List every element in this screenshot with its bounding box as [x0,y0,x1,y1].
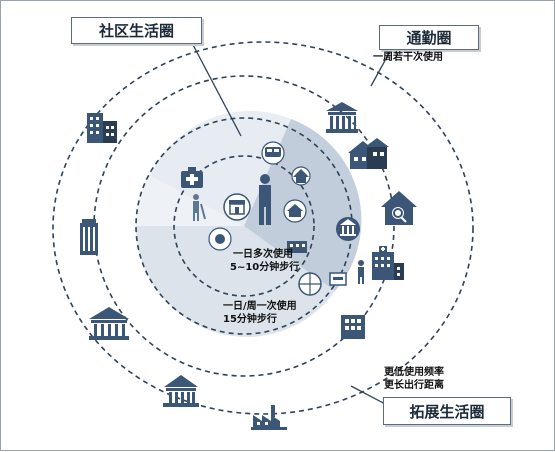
shop-icon [223,193,251,221]
commute-circle-label: 通勤圈 [379,25,479,50]
law-court-icon [89,307,129,340]
inner-frequency-note: 一日多次使用 [233,249,293,260]
housing-icon [348,138,389,169]
elderly-walking-icon [193,194,206,221]
library-icon [287,241,307,253]
community-life-circle-label: 社区生活圈 [71,17,202,44]
search-home-icon [381,191,417,225]
commute-pointer [370,45,394,87]
hospital-icon [372,246,404,280]
bus-icon [261,141,285,165]
outer-distance-note: 更长出行距离 [384,380,444,391]
office-building-icon [87,113,117,143]
factory-icon [251,405,287,430]
basketball-icon [298,272,322,296]
museum-icon [336,217,360,241]
inner-distance-note: 5~10分钟步行 [230,262,300,273]
family-icon [291,166,311,186]
apartment-building-icon [341,315,365,339]
tower-building-icon [80,219,98,255]
extended-pointer [350,385,390,407]
commute-frequency-note: 一周若干次使用 [373,52,443,63]
community-pointer [190,40,242,137]
extended-ring [52,41,474,415]
classical-bank-icon [163,375,199,407]
pedestrian-icon [358,260,364,284]
bench-icon [329,272,347,286]
person-icon [259,174,271,225]
clinic-icon [208,227,232,251]
school-icon [283,199,307,223]
innermost-ring [173,155,315,297]
government-building-icon [326,102,358,133]
outer-frequency-note: 更低使用频率 [384,367,444,378]
medical-kit-icon [181,167,203,188]
middle-frequency-note: 一日/周一次使用 [223,301,297,312]
middle-distance-note: 15分钟步行 [223,314,277,325]
extended-life-circle-label: 拓展生活圈 [383,397,511,425]
